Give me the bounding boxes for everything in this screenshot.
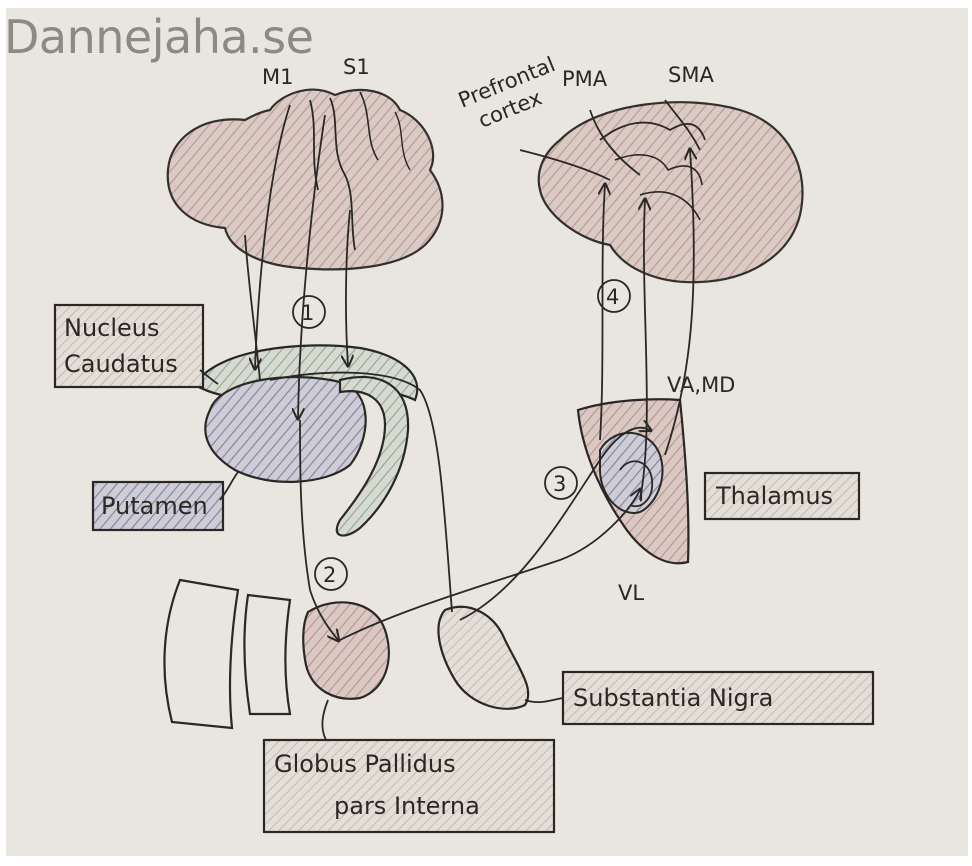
pathway-number-1: 1 (292, 295, 326, 329)
svg-text:3: 3 (553, 472, 566, 496)
caudate-tail (335, 375, 410, 537)
watermark: Dannejaha.se (4, 10, 314, 64)
m1-label: M1 (262, 65, 293, 89)
thalamus-box: Thalamus (703, 471, 861, 521)
s1-label: S1 (343, 55, 370, 79)
pathway-number-4: 4 (597, 279, 631, 313)
globus-pallidus-label-line1: Globus Pallidus (274, 750, 456, 778)
svg-text:4: 4 (606, 285, 619, 309)
paper-sheet (6, 8, 968, 856)
svg-text:1: 1 (301, 301, 314, 325)
pallidus-leader-line (321, 699, 329, 741)
caudatus-leader-line (199, 369, 219, 385)
nucleus-caudatus-label-line2: Caudatus (64, 350, 178, 378)
thalamus-label: Thalamus (715, 482, 833, 510)
pma-label: PMA (562, 67, 608, 91)
vl-label: VL (618, 581, 644, 605)
putamen-box: Putamen (91, 480, 225, 532)
substantia-nigra-label: Substantia Nigra (573, 684, 773, 712)
substantia-nigra-box: Substantia Nigra (561, 670, 875, 726)
right-cortex (537, 101, 804, 284)
putamen-leader-line (219, 471, 239, 501)
left-cortex (166, 88, 444, 271)
sma-label: SMA (668, 63, 714, 87)
globus-pallidus-label-line2: pars Interna (334, 792, 480, 820)
nucleus-caudatus-label-line1: Nucleus (64, 314, 160, 342)
pathway-number-3: 3 (544, 466, 578, 500)
substantia-nigra-shape (437, 605, 530, 710)
pathway-number-2: 2 (314, 557, 348, 591)
pathway-lines (244, 99, 701, 640)
thalamus-shape (576, 398, 690, 565)
nigra-leader-line (524, 697, 564, 703)
putamen-label: Putamen (101, 492, 208, 520)
svg-text:2: 2 (323, 563, 336, 587)
va-md-label: VA,MD (667, 373, 735, 397)
globus-pallidus-box: Globus Pallidus pars Interna (262, 738, 556, 834)
nucleus-caudatus-box: Nucleus Caudatus (53, 303, 205, 389)
